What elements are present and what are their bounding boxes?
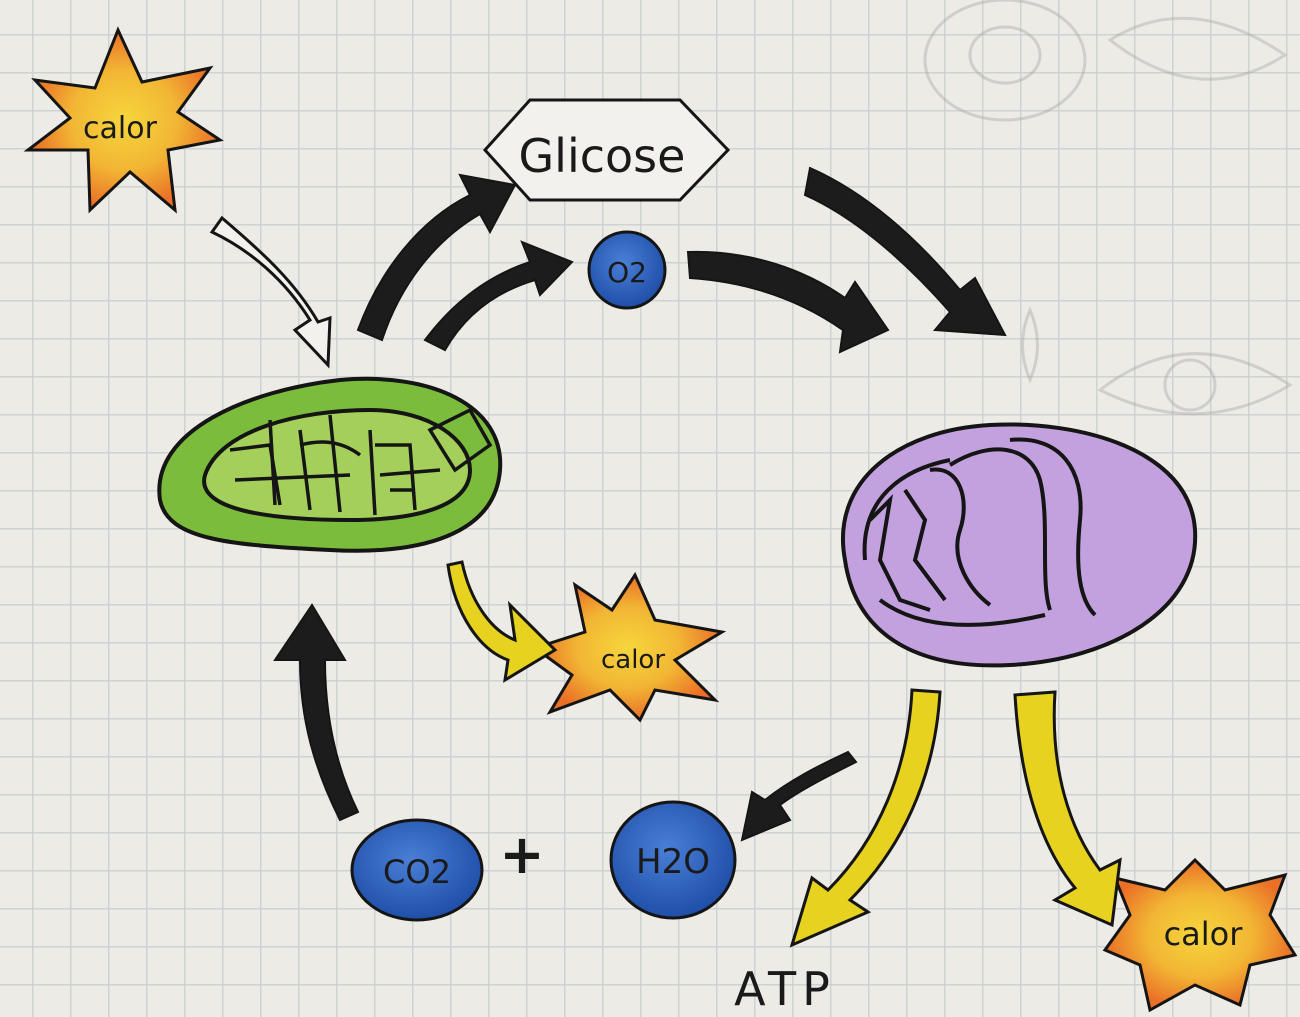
chloroplast — [159, 379, 500, 551]
h2o-molecule: H2O — [611, 802, 735, 918]
o2-label: O2 — [607, 256, 647, 289]
arrow-mitochondrion-to-atp — [792, 690, 940, 945]
co2-label: CO2 — [383, 853, 451, 891]
arrow-heat-to-chloroplast — [212, 218, 330, 365]
h2o-label: H2O — [636, 842, 710, 882]
arrow-chloroplast-to-heat — [448, 562, 555, 680]
heat-burst-bottom: calor — [1105, 860, 1295, 1010]
arrow-mitochondrion-to-h2o — [742, 752, 856, 840]
heat-top-label: calor — [83, 111, 158, 146]
plus-sign: + — [499, 823, 544, 886]
arrow-chloroplast-to-o2 — [425, 242, 572, 350]
arrow-mitochondrion-to-heat — [1015, 692, 1120, 925]
arrow-chloroplast-to-glucose — [358, 175, 515, 340]
o2-molecule: O2 — [589, 232, 665, 308]
arrow-co2-to-chloroplast — [275, 605, 358, 820]
faint-background-sketches — [925, 0, 1290, 414]
glucose-node: Glicose — [485, 100, 728, 200]
co2-molecule: CO2 — [352, 820, 482, 920]
heat-burst-top: calor — [28, 30, 220, 210]
glucose-label: Glicose — [519, 129, 686, 183]
heat-middle-label: calor — [601, 645, 665, 675]
atp-label: ATP — [734, 962, 836, 1016]
mitochondrion — [843, 424, 1195, 665]
heat-bottom-label: calor — [1164, 915, 1244, 953]
arrow-o2-to-mitochondrion — [688, 252, 888, 352]
heat-burst-middle: calor — [535, 575, 722, 720]
